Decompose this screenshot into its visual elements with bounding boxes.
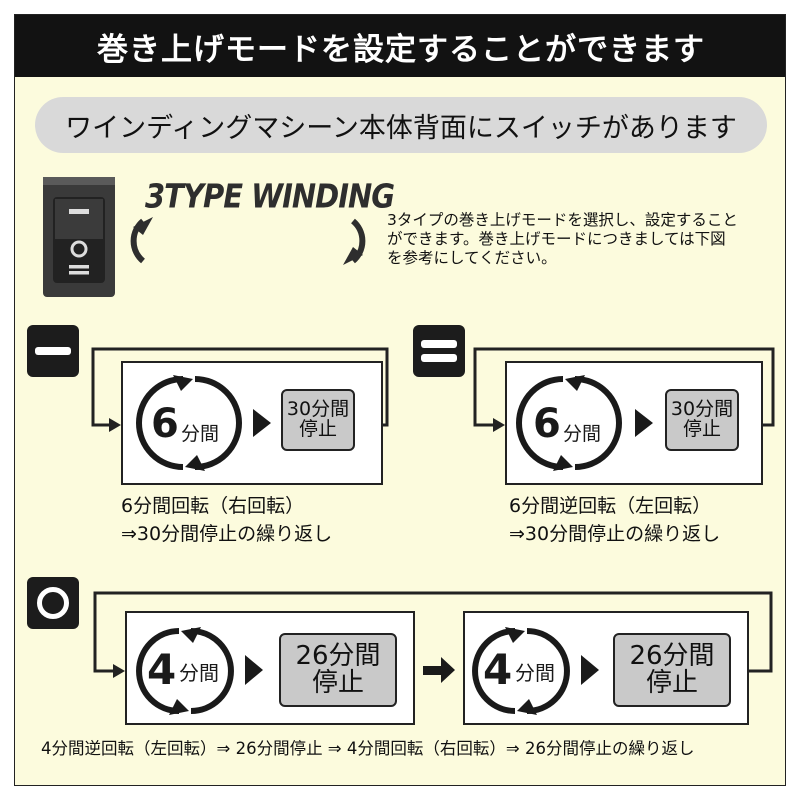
run-minutes-number: 4 (483, 645, 513, 694)
stop-box: 30分間 停止 (665, 389, 739, 451)
stop-label: 停止 (298, 418, 337, 440)
stop-duration: 26分間 (295, 640, 381, 671)
run-minutes-number: 4 (147, 645, 177, 694)
mode-caption: 6分間逆回転（左回転） (509, 495, 712, 517)
mode-caption: 4分間逆回転（左回転）⇒ 26分間停止 ⇒ 4分間回転（右回転）⇒ 26分間停止… (41, 739, 695, 758)
run-minutes-unit: 分間 (563, 423, 602, 445)
run-minutes-unit: 分間 (179, 661, 219, 685)
run-minutes-unit: 分間 (515, 661, 555, 685)
rotation-arrows-icon (136, 375, 271, 471)
stop-duration: 26分間 (629, 640, 715, 671)
stop-label: 停止 (682, 418, 721, 440)
page-title: 巻き上げモードを設定することができます (15, 15, 785, 77)
stop-box: 26分間 停止 (279, 633, 397, 707)
run-minutes-number: 6 (533, 401, 561, 447)
stop-label: 停止 (311, 668, 364, 698)
mode-caption: 6分間回転（右回転） (121, 495, 305, 517)
winding-badge-arrows (130, 217, 366, 265)
rotation-arrows-icon (516, 375, 653, 471)
stop-duration: 30分間 (670, 398, 734, 421)
single-bar-icon (27, 325, 79, 377)
run-minutes-number: 6 (151, 401, 179, 447)
loop-connector-icon (91, 347, 775, 678)
stop-box: 30分間 停止 (281, 389, 355, 451)
subtitle-pill: ワインディングマシーン本体背面にスイッチがあります (35, 97, 767, 153)
description-line: を参考にしてください。 (387, 249, 557, 267)
stop-box: 26分間 停止 (613, 633, 731, 707)
winding-description: 3タイプの巻き上げモードを選択し、設定すること ができます。巻き上げモードにつき… (387, 211, 779, 268)
mode-caption: ⇒30分間停止の繰り返し (121, 523, 333, 545)
three-type-winding-badge: 3TYPE WINDING (145, 176, 395, 216)
rocker-switch-icon (43, 177, 115, 297)
rotation-arrows-icon (136, 627, 599, 715)
run-minutes-unit: 分間 (181, 423, 220, 445)
stop-duration: 30分間 (286, 398, 350, 421)
circle-icon (27, 577, 79, 629)
panel-frame: 巻き上げモードを設定することができます ワインディングマシーン本体背面にスイッチ… (14, 14, 786, 786)
double-bar-icon (413, 325, 465, 377)
description-line: 3タイプの巻き上げモードを選択し、設定すること (387, 211, 738, 229)
description-line: ができます。巻き上げモードにつきましては下図 (387, 230, 726, 248)
stop-label: 停止 (645, 668, 698, 698)
mode-caption: ⇒30分間停止の繰り返し (509, 523, 721, 545)
